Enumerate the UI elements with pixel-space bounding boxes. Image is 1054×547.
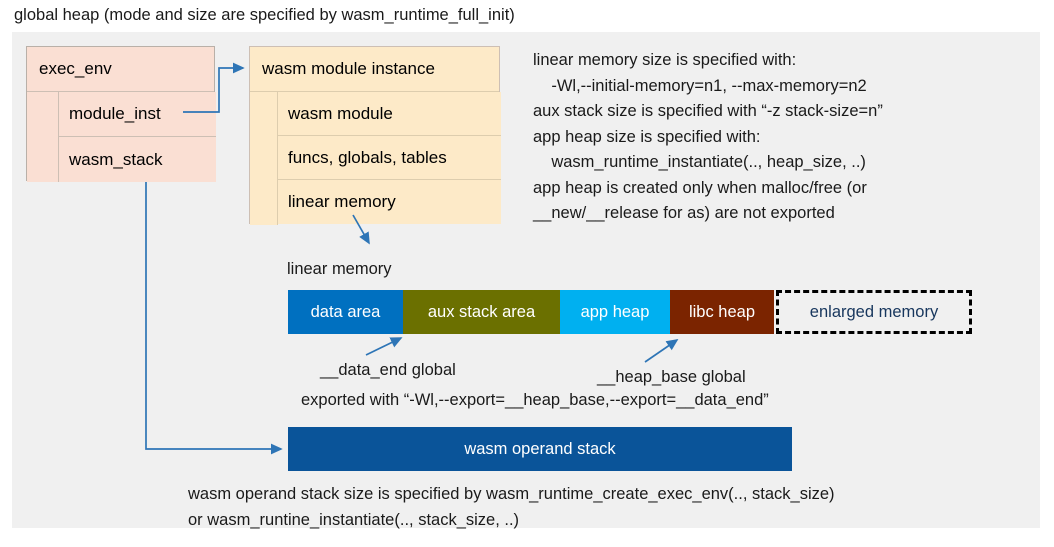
linear-memory-caption: linear memory [287, 260, 392, 278]
wasm-module-label: wasm module [288, 103, 393, 123]
memory-segment-label: app heap [580, 302, 650, 321]
exec-env-gutter [27, 92, 59, 182]
annotation-data-end-global: __data_end global [320, 361, 456, 379]
module-instance-row-wasm-module: wasm module [278, 92, 501, 136]
memory-segment-label: data area [310, 302, 381, 321]
wasm-operand-stack-label: wasm operand stack [464, 439, 616, 458]
wasm-module-instance-header: wasm module instance [250, 47, 499, 92]
memory-segment-aux-stack-area: aux stack area [403, 290, 560, 334]
module-inst-label: module_inst [69, 104, 161, 123]
wasm-module-instance-gutter [250, 92, 278, 225]
memory-segment-libc-heap: libc heap [670, 290, 774, 334]
operand-stack-note: wasm operand stack size is specified by … [188, 485, 835, 529]
memory-segment-label: enlarged memory [809, 302, 939, 321]
module-instance-row-funcs-globals-tables: funcs, globals, tables [278, 136, 501, 180]
memory-segment-app-heap: app heap [560, 290, 670, 334]
memory-segment-label: libc heap [688, 302, 756, 321]
memory-segment-label: aux stack area [427, 302, 536, 321]
exec-env-field-module-inst: module_inst [59, 92, 216, 137]
exec-env-field-wasm-stack: wasm_stack [59, 137, 216, 182]
wasm-operand-stack-box: wasm operand stack [288, 427, 792, 471]
module-instance-row-linear-memory: linear memory [278, 180, 501, 224]
wasm-module-instance-box: wasm module instance wasm module funcs, … [249, 46, 501, 225]
annotation-heap-base-global: __heap_base global [597, 368, 746, 386]
wasm-stack-label: wasm_stack [69, 149, 163, 169]
memory-segment-enlarged-memory: enlarged memory [776, 290, 972, 334]
exec-env-header: exec_env [27, 47, 214, 92]
exec-env-box: exec_env module_inst wasm_stack [26, 46, 216, 182]
page-title: global heap (mode and size are specified… [14, 6, 515, 24]
runtime-config-note: linear memory size is specified with: -W… [533, 51, 883, 222]
wasm-module-instance-title: wasm module instance [262, 59, 435, 78]
memory-segment-data-area: data area [288, 290, 403, 334]
linear-memory-row-label: linear memory [288, 192, 396, 211]
annotation-exported-with: exported with “-Wl,--export=__heap_base,… [301, 391, 769, 409]
linear-memory-bar: data area aux stack area app heap libc heap… [288, 290, 972, 334]
funcs-globals-tables-label: funcs, globals, tables [288, 147, 447, 167]
exec-env-title: exec_env [39, 59, 112, 78]
